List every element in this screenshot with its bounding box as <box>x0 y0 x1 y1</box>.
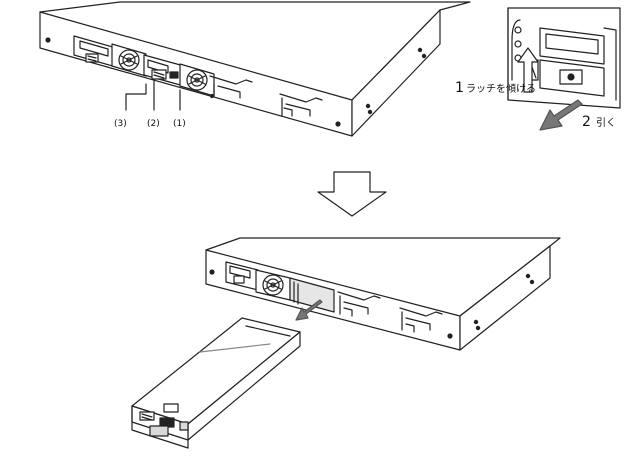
bottom-blank-slot-2 <box>399 307 443 333</box>
callout-1: (1) <box>173 119 186 129</box>
pull-arrow <box>539 99 583 131</box>
step-1-number: 1 <box>455 80 464 96</box>
top-fan-left <box>111 43 147 77</box>
latch-up-arrow <box>517 47 539 93</box>
top-psu-center <box>143 54 185 87</box>
callout-labels: (3) (2) (1) <box>114 119 186 129</box>
step-labels: 1 ラッチを傾ける 2 引く <box>455 80 616 130</box>
withdraw-arrow <box>295 299 323 321</box>
step-2-number: 2 <box>582 114 591 130</box>
callout-2: (2) <box>147 119 160 129</box>
callout-3: (3) <box>114 119 127 129</box>
removed-psu-module <box>131 317 301 449</box>
step-2-text: 引く <box>596 117 616 129</box>
callout-leaders <box>125 79 181 111</box>
top-blank-slot-2 <box>279 93 323 117</box>
top-blank-slot-1 <box>209 75 253 99</box>
top-chassis <box>39 1 471 137</box>
step-1-text: ラッチを傾ける <box>466 82 536 95</box>
bottom-blank-slot-1 <box>337 291 381 317</box>
bottom-empty-slot <box>289 277 335 313</box>
step-down-arrow <box>317 171 387 217</box>
latch-detail <box>507 7 621 109</box>
